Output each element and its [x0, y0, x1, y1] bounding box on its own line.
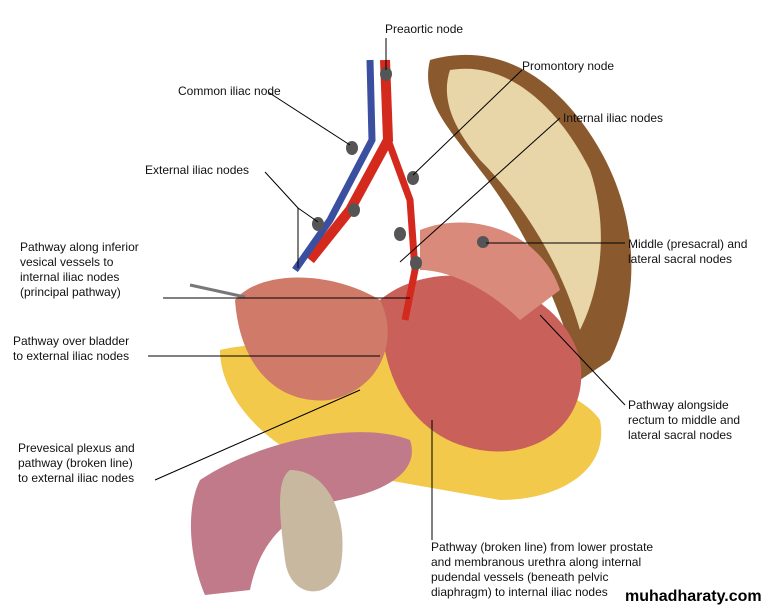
- vena-cava: [292, 59, 376, 273]
- label-common-iliac-node: Common iliac node: [178, 84, 281, 98]
- label-inferior-vesical-pathway: Pathway along inferior vesical vessels t…: [20, 240, 139, 299]
- bladder: [235, 277, 388, 401]
- label-prevesical-plexus: Prevesical plexus and pathway (broken li…: [18, 441, 135, 485]
- scrotum: [280, 470, 343, 592]
- aorta: [306, 59, 394, 264]
- label-alongside-rectum-pathway: Pathway alongside rectum to middle and l…: [628, 398, 741, 442]
- label-promontory-node: Promontory node: [522, 59, 615, 73]
- label-preaortic-node: Preaortic node: [385, 22, 464, 36]
- sacral-bone: [446, 68, 601, 330]
- label-external-iliac-nodes: External iliac nodes: [145, 163, 250, 177]
- rectum: [380, 275, 582, 452]
- catheter: [189, 283, 246, 299]
- label-middle-lateral-sacral-nodes: Middle (presacral) and lateral sacral no…: [628, 237, 748, 266]
- label-over-bladder-pathway: Pathway over bladder to external iliac n…: [13, 334, 130, 363]
- label-lower-prostate-pathway: Pathway (broken line) from lower prostat…: [431, 540, 654, 599]
- watermark: muhadharaty.com: [625, 588, 762, 605]
- label-internal-iliac-nodes: Internal iliac nodes: [563, 111, 664, 125]
- leader-lines: [148, 38, 626, 540]
- lymph-nodes: [312, 67, 489, 270]
- levator-muscle: [420, 222, 560, 320]
- internal-iliac-artery: [384, 138, 419, 321]
